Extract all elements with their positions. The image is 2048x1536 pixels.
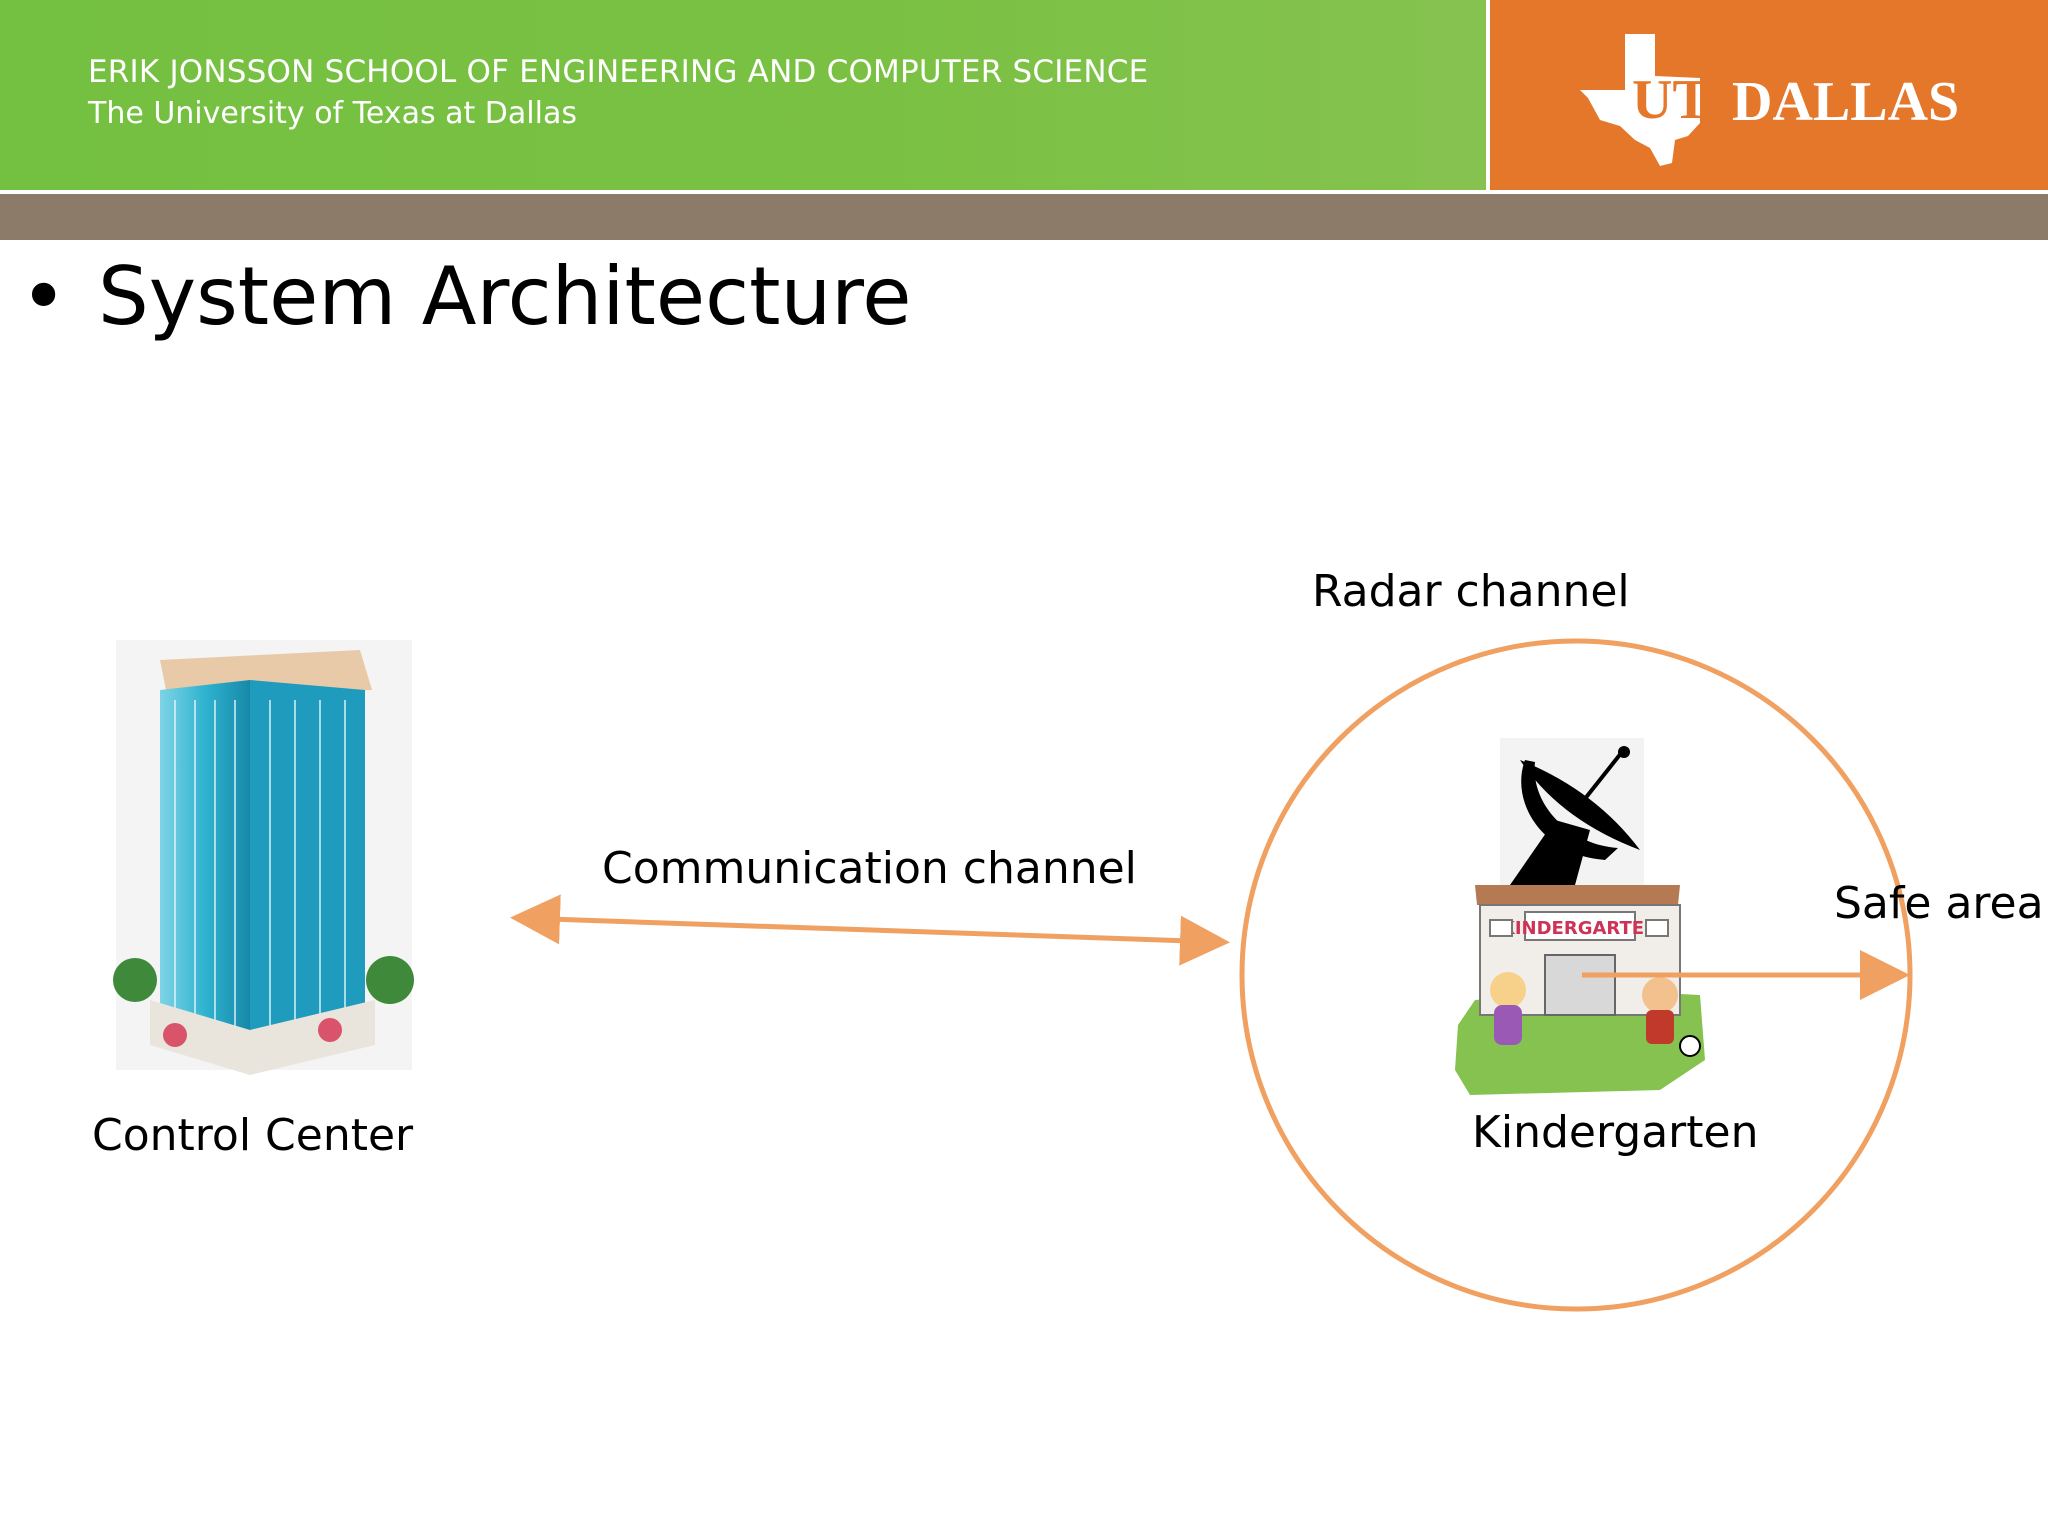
kindergarten-building-icon: KINDERGARTEN xyxy=(1455,885,1705,1095)
radar-dish-icon xyxy=(1500,738,1644,888)
logo-ut-text: UT xyxy=(1632,69,1710,131)
university-name: The University of Texas at Dallas xyxy=(88,96,577,131)
safe-area-circle xyxy=(1239,638,1913,1312)
kindergarten-label: Kindergarten xyxy=(1472,1107,1759,1158)
slide-title-text: System Architecture xyxy=(98,250,912,343)
radar-channel-label: Radar channel xyxy=(1312,566,1630,617)
header-green-band xyxy=(0,0,1486,190)
header-orange-band xyxy=(1490,0,2048,190)
header-gray-band xyxy=(0,194,2048,240)
school-name: ERIK JONSSON SCHOOL OF ENGINEERING AND C… xyxy=(88,54,1149,90)
safe-area-label: Safe area xyxy=(1834,878,2044,929)
utdallas-logo: UT DALLAS xyxy=(1580,28,1960,168)
header-divider xyxy=(1486,0,1490,190)
slide-title: • System Architecture xyxy=(20,250,912,343)
communication-channel-arrow xyxy=(510,894,1230,966)
texas-star-icon xyxy=(1580,34,1700,166)
logo-dallas-text: DALLAS xyxy=(1732,71,1960,133)
svg-text:KINDERGARTEN: KINDERGARTEN xyxy=(1501,918,1659,939)
title-bullet: • xyxy=(20,250,68,343)
control-center-label: Control Center xyxy=(92,1110,414,1161)
header-separator-line xyxy=(0,190,2048,194)
office-building-icon xyxy=(113,640,414,1075)
communication-channel-label: Communication channel xyxy=(602,843,1137,894)
